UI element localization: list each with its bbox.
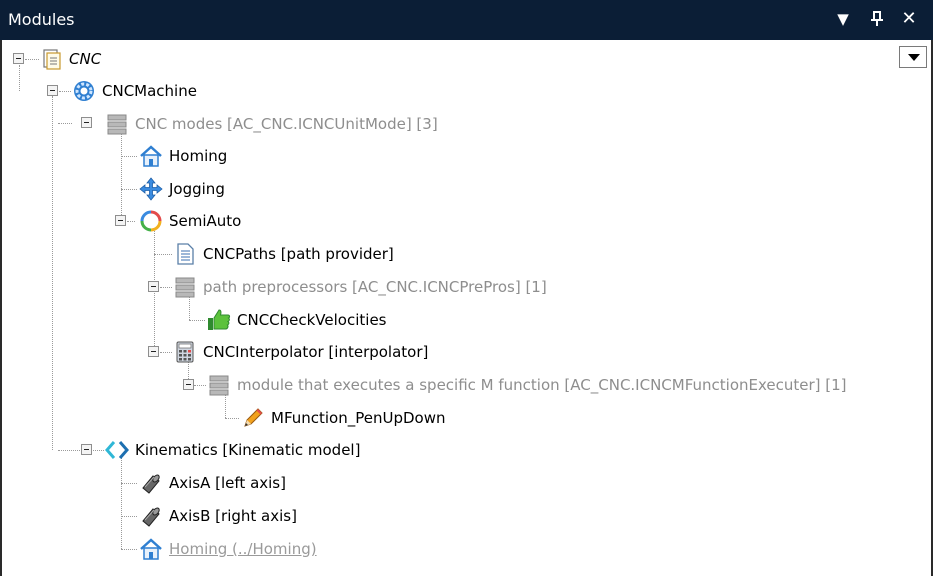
tree-item-cncpaths[interactable]: CNCPaths [path provider] — [173, 239, 394, 269]
tree-item-label: CNC modes [AC_CNC.ICNCUnitMode] [3] — [135, 115, 438, 133]
cylinder-icon — [139, 471, 163, 495]
collapse-toggle[interactable] — [47, 85, 58, 96]
home-icon — [139, 537, 163, 561]
tree-item-label: CNCInterpolator [interpolator] — [203, 343, 429, 361]
pencil-icon — [241, 406, 265, 430]
collapse-toggle[interactable] — [13, 53, 24, 64]
collapse-toggle[interactable] — [81, 117, 92, 128]
tree-item-cncmachine[interactable]: CNCMachine — [72, 76, 197, 106]
tree-item-cncinterpolator[interactable]: CNCInterpolator [interpolator] — [173, 337, 428, 367]
tree-item-label: CNCMachine — [102, 82, 197, 100]
tree-item-label: Homing — [169, 147, 228, 165]
move-arrows-icon — [139, 177, 163, 201]
tree-item-cnc-modes[interactable]: CNC modes [AC_CNC.ICNCUnitMode] [3] — [105, 109, 438, 139]
tree-item-path-preprocessors[interactable]: path preprocessors [AC_CNC.ICNCPrePros] … — [173, 272, 547, 302]
tree-item-label: module that executes a specific M functi… — [237, 376, 847, 394]
collapse-toggle[interactable] — [148, 281, 159, 292]
tree-item-mfunction-penupdown[interactable]: MFunction_PenUpDown — [241, 403, 446, 433]
tree-dropdown-button[interactable] — [899, 46, 927, 68]
cylinder-icon — [139, 504, 163, 528]
tree-item-label: SemiAuto — [169, 212, 242, 230]
tree-item-axisb[interactable]: AxisB [right axis] — [139, 501, 297, 531]
document-icon — [39, 47, 63, 71]
thumbs-up-icon — [207, 308, 231, 332]
collapse-toggle[interactable] — [81, 444, 92, 455]
tree-item-label: Homing (../Homing) — [169, 540, 317, 558]
close-icon[interactable]: ✕ — [901, 8, 917, 29]
tree-item-label: Jogging — [169, 180, 225, 198]
modules-tree-panel — [0, 40, 933, 576]
tree-item-label: CNC — [69, 50, 102, 68]
tree-item-homing-link[interactable]: Homing (../Homing) — [139, 534, 317, 564]
tree-item-cnccheckvelocities[interactable]: CNCCheckVelocities — [207, 305, 387, 335]
tree-item-label: Kinematics [Kinematic model] — [135, 441, 361, 459]
tree-item-jogging[interactable]: Jogging — [139, 174, 225, 204]
tree-item-homing[interactable]: Homing — [139, 141, 227, 171]
server-stack-icon — [207, 373, 231, 397]
tree-item-cnc[interactable]: CNC — [39, 44, 101, 74]
server-stack-icon — [173, 275, 197, 299]
diamond-arrows-icon — [105, 438, 129, 462]
text-document-icon — [173, 242, 197, 266]
panel-title: Modules — [8, 10, 75, 29]
pin-icon[interactable] — [866, 8, 888, 30]
home-icon — [139, 144, 163, 168]
tree-item-label: CNCCheckVelocities — [237, 311, 387, 329]
tree-item-label: CNCPaths [path provider] — [203, 245, 394, 263]
tree-item-axisa[interactable]: AxisA [left axis] — [139, 468, 286, 498]
cycle-icon — [139, 209, 163, 233]
tree-item-label: MFunction_PenUpDown — [271, 409, 446, 427]
collapse-toggle[interactable] — [148, 346, 159, 357]
dropdown-arrow-icon[interactable]: ▼ — [837, 10, 849, 28]
tree-item-kinematics[interactable]: Kinematics [Kinematic model] — [105, 435, 360, 465]
collapse-toggle[interactable] — [183, 379, 194, 390]
tree-item-semiauto[interactable]: SemiAuto — [139, 206, 241, 236]
panel-titlebar: Modules ▼ ✕ — [0, 0, 933, 40]
tree-item-mfunction-module[interactable]: module that executes a specific M functi… — [207, 370, 847, 400]
tree-item-label: AxisA [left axis] — [169, 474, 286, 492]
tree-item-label: path preprocessors [AC_CNC.ICNCPrePros] … — [203, 278, 547, 296]
calculator-icon — [173, 340, 197, 364]
collapse-toggle[interactable] — [115, 215, 126, 226]
server-stack-icon — [105, 112, 129, 136]
gear-icon — [72, 79, 96, 103]
tree-item-label: AxisB [right axis] — [169, 507, 297, 525]
